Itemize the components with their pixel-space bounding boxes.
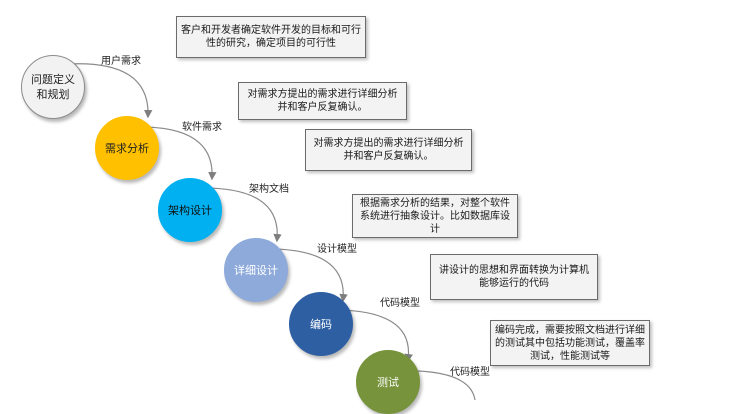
arc-1 (67, 63, 153, 119)
stage-coding: 编码 (289, 292, 353, 356)
connector-label-3: 架构文档 (249, 184, 289, 195)
stage-label: 详细设计 (234, 263, 278, 277)
connector-label-1: 用户需求 (101, 56, 141, 67)
connector-label-4: 设计模型 (317, 244, 357, 255)
stage-label: 测试 (377, 375, 399, 389)
stage-architecture-design: 架构设计 (158, 178, 222, 242)
stage-label: 问题定义和规划 (31, 73, 75, 101)
stage-problem-definition: 问题定义和规划 (21, 55, 85, 119)
connector-label-6: 代码模型 (450, 367, 490, 378)
note-architecture-design: 对需求方提出的需求进行详细分析并和客户反复确认。 (305, 129, 472, 171)
stage-label: 编码 (310, 317, 332, 331)
stage-testing: 测试 (356, 350, 420, 414)
note-testing: 编码完成，需要按照文档进行详细的测试其中包括功能测试，覆盖率测试，性能测试等 (490, 320, 650, 366)
note-requirements-analysis: 对需求方提出的需求进行详细分析并和客户反复确认。 (238, 82, 407, 120)
note-detailed-design: 根据需求分析的结果，对整个软件系统进行抽象设计。比如数据库设计 (352, 194, 518, 238)
stage-requirements-analysis: 需求分析 (95, 116, 159, 180)
waterfall-diagram: 问题定义和规划 需求分析 架构设计 详细设计 编码 测试 用户需求 软件需求 架… (21, 16, 650, 414)
arc-3 (196, 187, 282, 243)
connector-label-5: 代码模型 (380, 298, 420, 309)
note-problem-definition: 客户和开发者确定软件开发的目标和可行性的研究，确定项目的可行性 (176, 16, 366, 58)
connector-label-2: 软件需求 (182, 122, 222, 133)
stage-detailed-design: 详细设计 (224, 238, 288, 302)
stage-label: 需求分析 (105, 141, 149, 155)
note-coding: 讲设计的思想和界面转换为计算机能够运行的代码 (430, 254, 598, 300)
stage-label: 架构设计 (168, 203, 212, 217)
